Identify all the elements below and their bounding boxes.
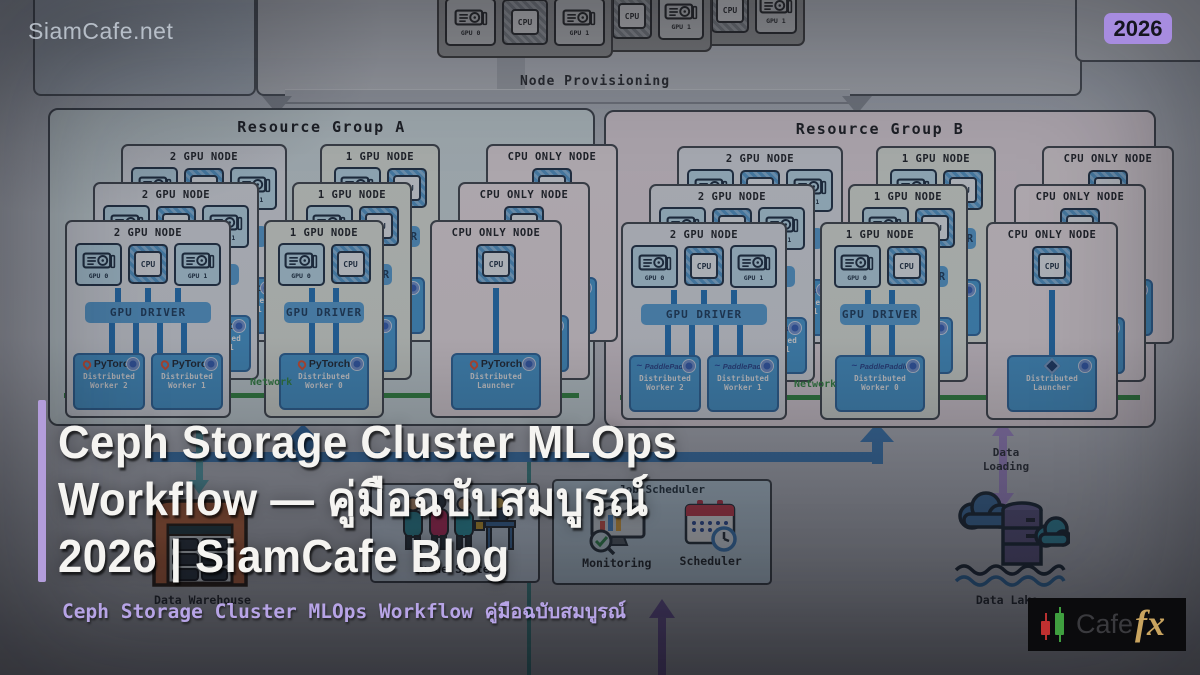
year-badge: 2026 [1104, 13, 1172, 44]
page-subtitle: Ceph Storage Cluster MLOps Workflow คู่ม… [62, 600, 626, 623]
brand-fx-text: fx [1135, 602, 1166, 643]
cafefx-logo: Cafe fx [1028, 598, 1186, 651]
page-title: Ceph Storage Cluster MLOps Workflow — คู… [58, 414, 677, 585]
title-line-2: Workflow — คู่มือฉบับสมบูรณ์ [58, 473, 650, 525]
candlestick-icon [1038, 604, 1070, 646]
title-line-3: 2026 | SiamCafe Blog [58, 530, 510, 582]
watermark: SiamCafe.net [28, 18, 174, 44]
title-accent-bar [38, 400, 46, 582]
title-line-1: Ceph Storage Cluster MLOps [58, 416, 678, 468]
brand-cafe-text: Cafe [1076, 609, 1134, 639]
